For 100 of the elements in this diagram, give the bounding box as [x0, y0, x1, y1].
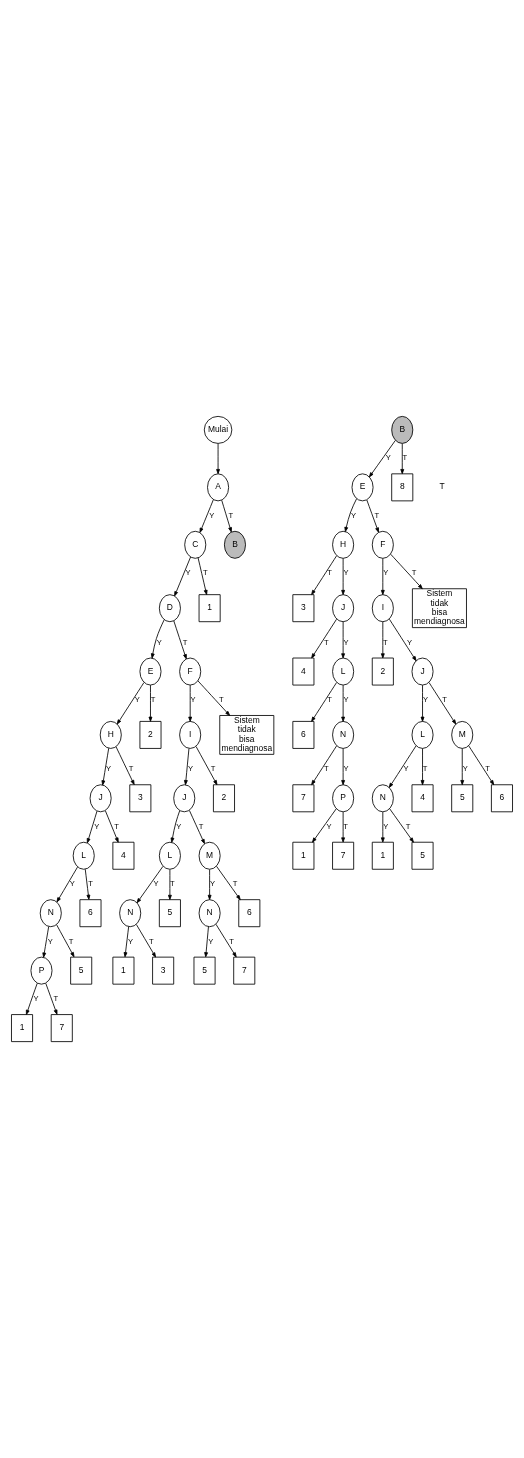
arrow — [400, 443, 405, 475]
arrow — [101, 747, 110, 786]
node-ellipse: A — [207, 473, 230, 502]
arrow — [184, 748, 190, 786]
edge-label: Y — [69, 879, 75, 889]
arrow — [380, 621, 385, 659]
edge-label: Y — [128, 936, 134, 946]
arrow — [428, 682, 457, 725]
node-ellipse: E — [139, 657, 162, 686]
node-ellipse: L — [72, 841, 95, 870]
edge-label: Y — [343, 568, 349, 578]
node-box: 5 — [411, 841, 434, 870]
node-box: 3 — [292, 594, 315, 623]
arrow — [104, 810, 119, 843]
edge-label: T — [232, 879, 238, 889]
arrow — [344, 498, 357, 532]
node-ellipse: F — [179, 657, 202, 686]
arrow — [115, 746, 135, 785]
node-box: 7 — [233, 956, 256, 985]
node-ellipse: I — [179, 721, 202, 749]
node-box: Sistem tidak bisa mendiagnosa — [411, 588, 467, 629]
edge-label: T — [128, 764, 134, 774]
arrow — [420, 684, 425, 722]
arrow — [174, 556, 191, 597]
edge-label: Y — [343, 764, 349, 774]
arrow — [42, 926, 50, 958]
edge-label: Y — [47, 936, 53, 946]
node-box: 6 — [490, 784, 513, 813]
edge-label: Y — [210, 879, 216, 889]
edge-label: T — [228, 510, 234, 520]
node-box: 5 — [70, 956, 93, 985]
arrow — [207, 869, 212, 900]
edge-label: Y — [383, 821, 389, 831]
arrow — [341, 748, 345, 786]
edge-label: T — [374, 510, 380, 520]
arrow — [45, 982, 58, 1015]
arrow — [368, 440, 396, 478]
node-box: 7 — [332, 841, 355, 870]
node-box: 1 — [198, 594, 221, 623]
node-ellipse: J — [89, 784, 112, 813]
node-box: 1 — [112, 956, 135, 985]
arrow — [341, 621, 345, 659]
edge-label: Y — [94, 821, 100, 831]
edge-label: Y — [190, 695, 196, 705]
edge-label: Y — [106, 764, 112, 774]
arrow — [380, 811, 385, 843]
arrow — [311, 682, 337, 722]
edge-label: Y — [209, 510, 215, 520]
node-box: 5 — [158, 899, 181, 928]
edge-label: T — [422, 764, 428, 774]
node-box: 6 — [79, 899, 102, 928]
edge-label: T — [170, 879, 175, 889]
arrow — [189, 810, 205, 845]
arrow — [389, 808, 414, 843]
arrow — [170, 810, 181, 843]
edge-label: Y — [385, 453, 391, 463]
edge-label: T — [219, 695, 224, 705]
arrow — [460, 748, 465, 786]
node-ellipse: N — [198, 899, 221, 928]
node-box: 2 — [213, 784, 235, 813]
arrow — [311, 555, 337, 595]
arrow — [148, 684, 153, 722]
edge-label: Y — [343, 695, 349, 705]
node-ellipse: F — [371, 530, 394, 559]
node-ellipse: C — [184, 530, 207, 559]
node-box: 6 — [292, 721, 315, 749]
node-ellipse: B — [391, 415, 414, 444]
edge-label: T — [210, 764, 216, 774]
edge-label: T — [53, 994, 59, 1004]
arrow — [468, 745, 495, 786]
arrow — [366, 499, 379, 533]
arrow — [168, 869, 172, 900]
arrow — [380, 558, 385, 595]
edge-label: T — [383, 637, 388, 647]
arrow — [123, 926, 130, 958]
edge-label: T — [68, 936, 74, 946]
node-ellipse: N — [332, 721, 355, 749]
arrow — [388, 618, 417, 662]
edge-label: T — [485, 764, 490, 774]
node-box: 2 — [371, 657, 394, 686]
arrow — [56, 924, 75, 958]
edge-label: Y — [134, 695, 140, 705]
edge-label: Y — [33, 994, 39, 1004]
edge-label: Y — [462, 764, 468, 774]
node-box: 7 — [50, 1014, 73, 1043]
edge-label: T — [323, 764, 329, 774]
edge-label: Y — [153, 879, 159, 889]
arrow — [25, 982, 38, 1015]
node-ellipse: M — [198, 841, 221, 870]
edge-label: Y — [185, 568, 191, 578]
node-box: 3 — [129, 784, 152, 813]
edge-label: T — [323, 637, 329, 647]
node-ellipse: L — [158, 841, 181, 870]
node-ellipse: J — [173, 784, 196, 813]
node-ellipse: L — [332, 657, 355, 686]
node-box: 7 — [292, 784, 315, 813]
node-ellipse: P — [30, 956, 53, 985]
edge-label: T — [203, 568, 208, 578]
edge-label: T — [327, 568, 332, 578]
arrow — [311, 618, 337, 659]
